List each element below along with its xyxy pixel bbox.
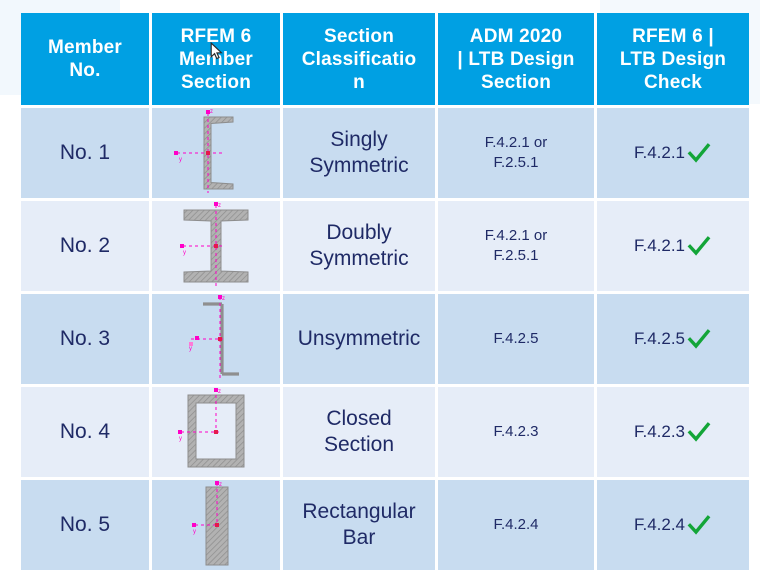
classification-line-2: Section bbox=[323, 433, 395, 456]
cell-member-section: z y bbox=[152, 294, 280, 384]
cell-member-no: No. 3 bbox=[21, 294, 149, 384]
adm-line-1: F.4.2.3 bbox=[493, 423, 539, 440]
axis-label-z: z bbox=[219, 482, 222, 488]
header-line-2: Member bbox=[178, 48, 254, 70]
header-line-1: Member bbox=[47, 37, 123, 58]
axis-label-y: y bbox=[189, 346, 192, 352]
header-line-3: Section bbox=[480, 71, 552, 93]
classification-line-2: Bar bbox=[342, 526, 376, 549]
cell-member-section: z y bbox=[152, 387, 280, 477]
check-mark-icon bbox=[687, 422, 711, 442]
design-check-value: F.4.2.3 bbox=[633, 422, 686, 441]
adm-line-1: F.4.2.1 or bbox=[484, 134, 548, 151]
axis-label-y: y bbox=[183, 250, 186, 256]
cell-adm-section: F.4.2.4 bbox=[438, 480, 594, 570]
adm-line-2: F.2.5.1 bbox=[493, 247, 539, 264]
header-line-2: LTB Design bbox=[619, 48, 727, 70]
cell-member-section: z y bbox=[152, 201, 280, 291]
axis-label-z: z bbox=[210, 109, 213, 115]
adm-line-2: F.2.5.1 bbox=[493, 154, 539, 171]
adm-line-1: F.4.2.4 bbox=[493, 516, 539, 533]
table-row: No. 2 z y Doubly Symm bbox=[21, 201, 749, 291]
header-line-1: RFEM 6 | bbox=[632, 25, 714, 47]
axis-label-z: z bbox=[218, 203, 221, 209]
cell-design-check: F.4.2.4 bbox=[597, 480, 749, 570]
header-line-3: Check bbox=[643, 71, 703, 93]
header-line-2: Classificatio bbox=[301, 48, 417, 70]
design-check-value: F.4.2.1 bbox=[633, 143, 686, 162]
cell-member-no: No. 5 bbox=[21, 480, 149, 570]
table-header-row: Member No. RFEM 6 Member Section Section… bbox=[21, 13, 749, 105]
cell-section-classification: Rectangular Bar bbox=[283, 480, 435, 570]
check-mark-icon bbox=[687, 329, 711, 349]
design-check-value: F.4.2.4 bbox=[633, 515, 686, 534]
table-row: No. 1 bbox=[21, 108, 749, 198]
column-header-rfem-ltb-design-check[interactable]: RFEM 6 | LTB Design Check bbox=[597, 13, 749, 105]
header-line-2: No. bbox=[69, 60, 101, 81]
axis-label-y: y bbox=[179, 436, 182, 442]
design-check-value: F.4.2.1 bbox=[633, 236, 686, 255]
cell-section-classification: Doubly Symmetric bbox=[283, 201, 435, 291]
design-check-value: F.4.2.5 bbox=[633, 329, 686, 348]
cell-design-check: F.4.2.1 bbox=[597, 108, 749, 198]
cell-adm-section: F.4.2.1 or F.2.5.1 bbox=[438, 201, 594, 291]
channel-section-sketch: z y bbox=[161, 109, 271, 197]
header-line-1: RFEM 6 bbox=[180, 25, 252, 47]
classification-line-2: Symmetric bbox=[309, 247, 409, 270]
cell-adm-section: F.4.2.5 bbox=[438, 294, 594, 384]
classification-line-1: Rectangular bbox=[302, 500, 416, 523]
classification-line-2: Symmetric bbox=[309, 154, 409, 177]
cell-adm-section: F.4.2.3 bbox=[438, 387, 594, 477]
check-mark-icon bbox=[687, 236, 711, 256]
cell-adm-section: F.4.2.1 or F.2.5.1 bbox=[438, 108, 594, 198]
classification-line-1: Unsymmetric bbox=[297, 327, 421, 350]
table-row: No. 3 z y Unsymm bbox=[21, 294, 749, 384]
cell-member-no: No. 2 bbox=[21, 201, 149, 291]
classification-line-1: Closed bbox=[326, 407, 392, 430]
cell-member-no: No. 4 bbox=[21, 387, 149, 477]
classification-line-1: Singly bbox=[330, 128, 388, 151]
thin-unsymmetric-channel-sketch: z y bbox=[161, 295, 271, 383]
closed-hollow-square-sketch: z y bbox=[161, 388, 271, 476]
header-line-2: | LTB Design bbox=[457, 48, 575, 70]
header-line-1: ADM 2020 bbox=[469, 25, 563, 47]
cell-member-no: No. 1 bbox=[21, 108, 149, 198]
cell-member-section: z y bbox=[152, 480, 280, 570]
header-line-3: n bbox=[353, 71, 365, 93]
axis-label-z: z bbox=[218, 389, 221, 395]
adm-line-1: F.4.2.1 or bbox=[484, 227, 548, 244]
column-header-member-no[interactable]: Member No. bbox=[21, 13, 149, 105]
column-header-rfem-member-section[interactable]: RFEM 6 Member Section bbox=[152, 13, 280, 105]
column-header-section-classification[interactable]: Section Classificatio n bbox=[283, 13, 435, 105]
check-mark-icon bbox=[687, 143, 711, 163]
ltb-design-comparison-table: Member No. RFEM 6 Member Section Section… bbox=[18, 10, 752, 573]
i-beam-section-sketch: z y bbox=[161, 202, 271, 290]
axis-label-y: y bbox=[193, 529, 196, 535]
cell-design-check: F.4.2.5 bbox=[597, 294, 749, 384]
cell-design-check: F.4.2.3 bbox=[597, 387, 749, 477]
table-row: No. 4 z y Closed Sect bbox=[21, 387, 749, 477]
rectangular-bar-sketch: z y bbox=[161, 481, 271, 569]
header-line-3: Section bbox=[180, 71, 252, 93]
cell-member-section: z y bbox=[152, 108, 280, 198]
table-row: No. 5 z y Rectangular bbox=[21, 480, 749, 570]
adm-line-1: F.4.2.5 bbox=[493, 330, 539, 347]
axis-label-y: y bbox=[179, 157, 182, 163]
header-line-1: Section bbox=[323, 25, 395, 47]
classification-line-1: Doubly bbox=[326, 221, 392, 244]
cell-section-classification: Closed Section bbox=[283, 387, 435, 477]
cell-design-check: F.4.2.1 bbox=[597, 201, 749, 291]
cell-section-classification: Unsymmetric bbox=[283, 294, 435, 384]
axis-label-z: z bbox=[222, 296, 225, 302]
cell-section-classification: Singly Symmetric bbox=[283, 108, 435, 198]
check-mark-icon bbox=[687, 515, 711, 535]
column-header-adm-2020-ltb-design-section[interactable]: ADM 2020 | LTB Design Section bbox=[438, 13, 594, 105]
